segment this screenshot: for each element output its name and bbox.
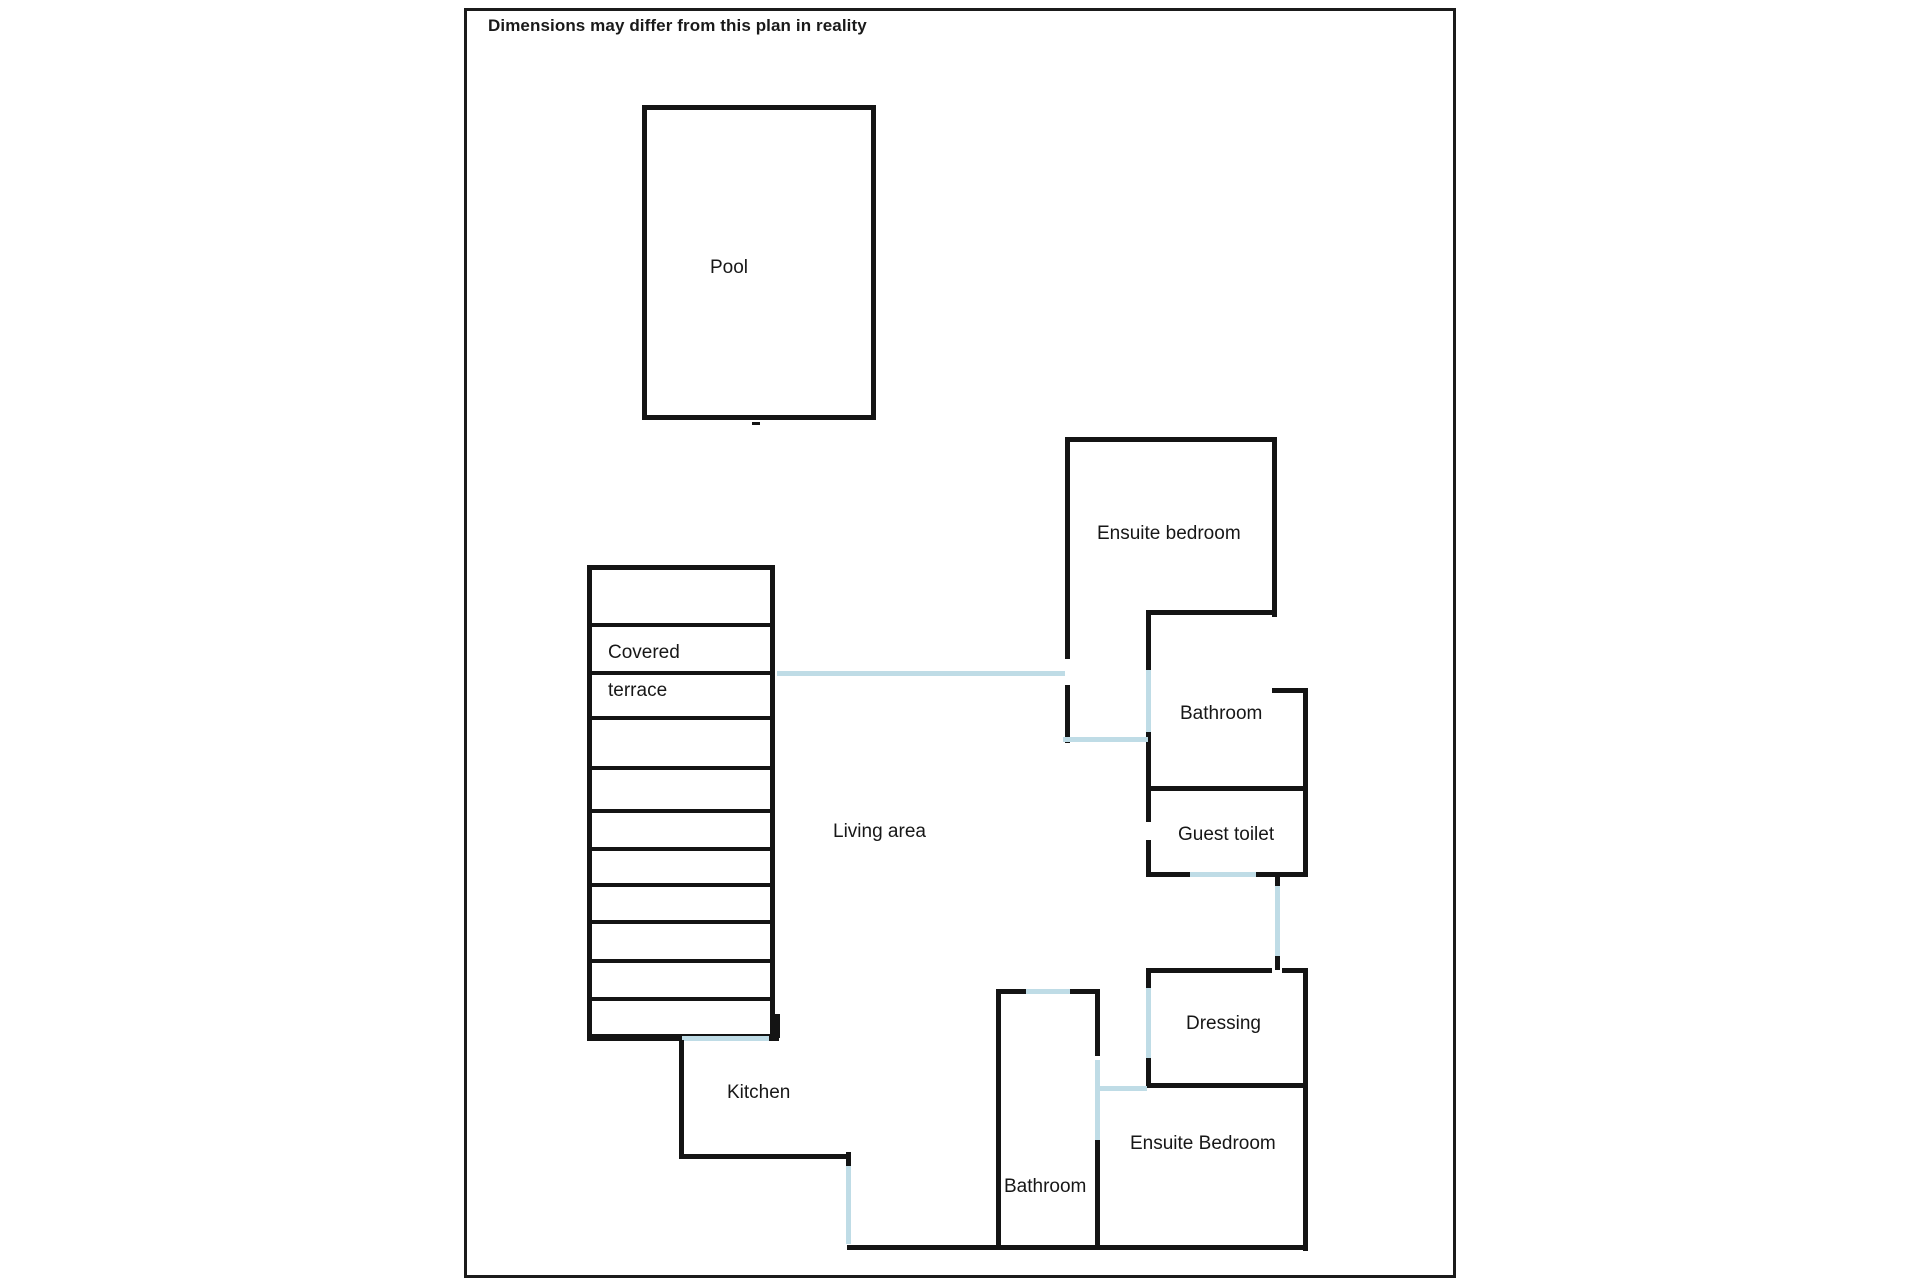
terrace-band-divider bbox=[587, 997, 775, 1001]
bathroom-lower-wall-left bbox=[996, 989, 1001, 1247]
guest-toilet-wall-left-b bbox=[1146, 840, 1151, 876]
terrace-outline bbox=[587, 565, 775, 1039]
terrace-band-divider bbox=[587, 623, 775, 627]
door-bathroom-lower-to-bedroom bbox=[1095, 1060, 1100, 1140]
bathroom-upper-wall-step bbox=[1272, 688, 1308, 693]
kitchen-wall-top-stub-right bbox=[769, 1036, 779, 1041]
terrace-band-divider bbox=[587, 847, 775, 851]
kitchen-wall-top-stub-left bbox=[672, 1036, 682, 1041]
room-label-kitchen: Kitchen bbox=[727, 1082, 791, 1103]
covered-terrace-label-line2: terrace bbox=[608, 679, 668, 701]
door-guest-toilet bbox=[1190, 872, 1256, 877]
bathroom-lower-wall-bottom bbox=[847, 1245, 1100, 1250]
terrace-band-divider bbox=[587, 671, 775, 675]
corridor-wall-stub-bottom bbox=[1275, 956, 1280, 970]
plan-sheet-border bbox=[464, 8, 1456, 1278]
bathroom-upper-wall-right bbox=[1303, 688, 1308, 790]
bathroom-upper-wall-left-b bbox=[1146, 730, 1151, 790]
dressing-wall-left-a bbox=[1146, 968, 1151, 990]
door-terrace-to-kitchen bbox=[676, 1036, 775, 1041]
ensuite-upper-wall-left-b bbox=[1065, 685, 1070, 743]
pool-bottom-tick bbox=[752, 422, 760, 425]
room-label-living-area: Living area bbox=[833, 821, 926, 842]
kitchen-wall-bottom bbox=[679, 1154, 851, 1159]
corridor-wall-stub-top bbox=[1275, 872, 1280, 886]
ensuite-upper-wall-left-a bbox=[1065, 437, 1070, 659]
dressing-wall-right bbox=[1303, 968, 1308, 1087]
bathroom-upper-wall-left-a bbox=[1146, 610, 1151, 672]
kitchen-wall-left bbox=[679, 1040, 684, 1159]
terrace-band-divider bbox=[587, 716, 775, 720]
terrace-kitchen-join-wall bbox=[587, 1036, 675, 1041]
plan-disclaimer-note: Dimensions may differ from this plan in … bbox=[488, 16, 867, 35]
room-label-bathroom-lower: Bathroom bbox=[1004, 1176, 1087, 1197]
kitchen-corner-stub bbox=[846, 1152, 851, 1168]
room-label-pool: Pool bbox=[710, 257, 749, 278]
terrace-band-divider bbox=[587, 809, 775, 813]
ensuite-upper-wall-bottom bbox=[1146, 610, 1277, 615]
room-label-guest-toilet: Guest toilet bbox=[1178, 824, 1275, 845]
covered-terrace-label-line1: Covered bbox=[608, 642, 680, 663]
terrace-band-divider bbox=[587, 883, 775, 887]
bathroom-upper-wall-bottom bbox=[1146, 786, 1308, 791]
room-pool bbox=[642, 105, 876, 420]
kitchen-wall-right-stub bbox=[775, 1014, 780, 1038]
bathroom-lower-wall-right-a bbox=[1095, 989, 1100, 1056]
terrace-band-divider bbox=[587, 959, 775, 963]
bathroom-lower-wall-top-a bbox=[996, 989, 1026, 994]
dressing-wall-top-right bbox=[1282, 968, 1308, 973]
guest-toilet-wall-right bbox=[1303, 790, 1308, 876]
guest-toilet-wall-bottom-left bbox=[1146, 872, 1190, 877]
door-bathroom-lower-top bbox=[1026, 989, 1070, 994]
room-label-covered-terrace: Covered terrace bbox=[608, 640, 680, 703]
terrace-band-divider bbox=[587, 766, 775, 770]
door-dressing-left bbox=[1146, 988, 1151, 1058]
guest-toilet-wall-left-a bbox=[1146, 790, 1151, 822]
door-living-to-bathroom-lower bbox=[1095, 1086, 1147, 1091]
ensuite-lower-wall-right bbox=[1303, 1083, 1308, 1251]
door-living-to-bathroom-upper bbox=[1063, 737, 1148, 742]
dressing-wall-bottom bbox=[1146, 1083, 1308, 1088]
room-label-bathroom-upper: Bathroom bbox=[1180, 703, 1263, 724]
ensuite-lower-wall-bottom bbox=[1095, 1245, 1308, 1250]
room-label-dressing: Dressing bbox=[1186, 1013, 1261, 1034]
room-label-ensuite-bedroom-upper: Ensuite bedroom bbox=[1097, 523, 1241, 544]
room-label-ensuite-bedroom-lower: Ensuite Bedroom bbox=[1130, 1133, 1276, 1154]
dressing-wall-top-left bbox=[1146, 968, 1272, 973]
room-covered-terrace bbox=[587, 565, 775, 1039]
dressing-wall-left-b bbox=[1146, 1058, 1151, 1087]
door-corridor-to-dressing bbox=[1275, 874, 1280, 968]
ensuite-upper-wall-right bbox=[1272, 437, 1277, 617]
bathroom-lower-wall-right-b bbox=[1095, 1140, 1100, 1250]
door-kitchen-to-terrace-south bbox=[846, 1166, 851, 1244]
terrace-band-divider bbox=[587, 920, 775, 924]
ensuite-upper-wall-top bbox=[1065, 437, 1277, 442]
bathroom-lower-wall-top-b bbox=[1070, 989, 1100, 994]
guest-toilet-wall-bottom-right bbox=[1256, 872, 1308, 877]
door-bathroom-upper-left-opening bbox=[1146, 670, 1151, 732]
door-terrace-to-living bbox=[777, 671, 1065, 676]
